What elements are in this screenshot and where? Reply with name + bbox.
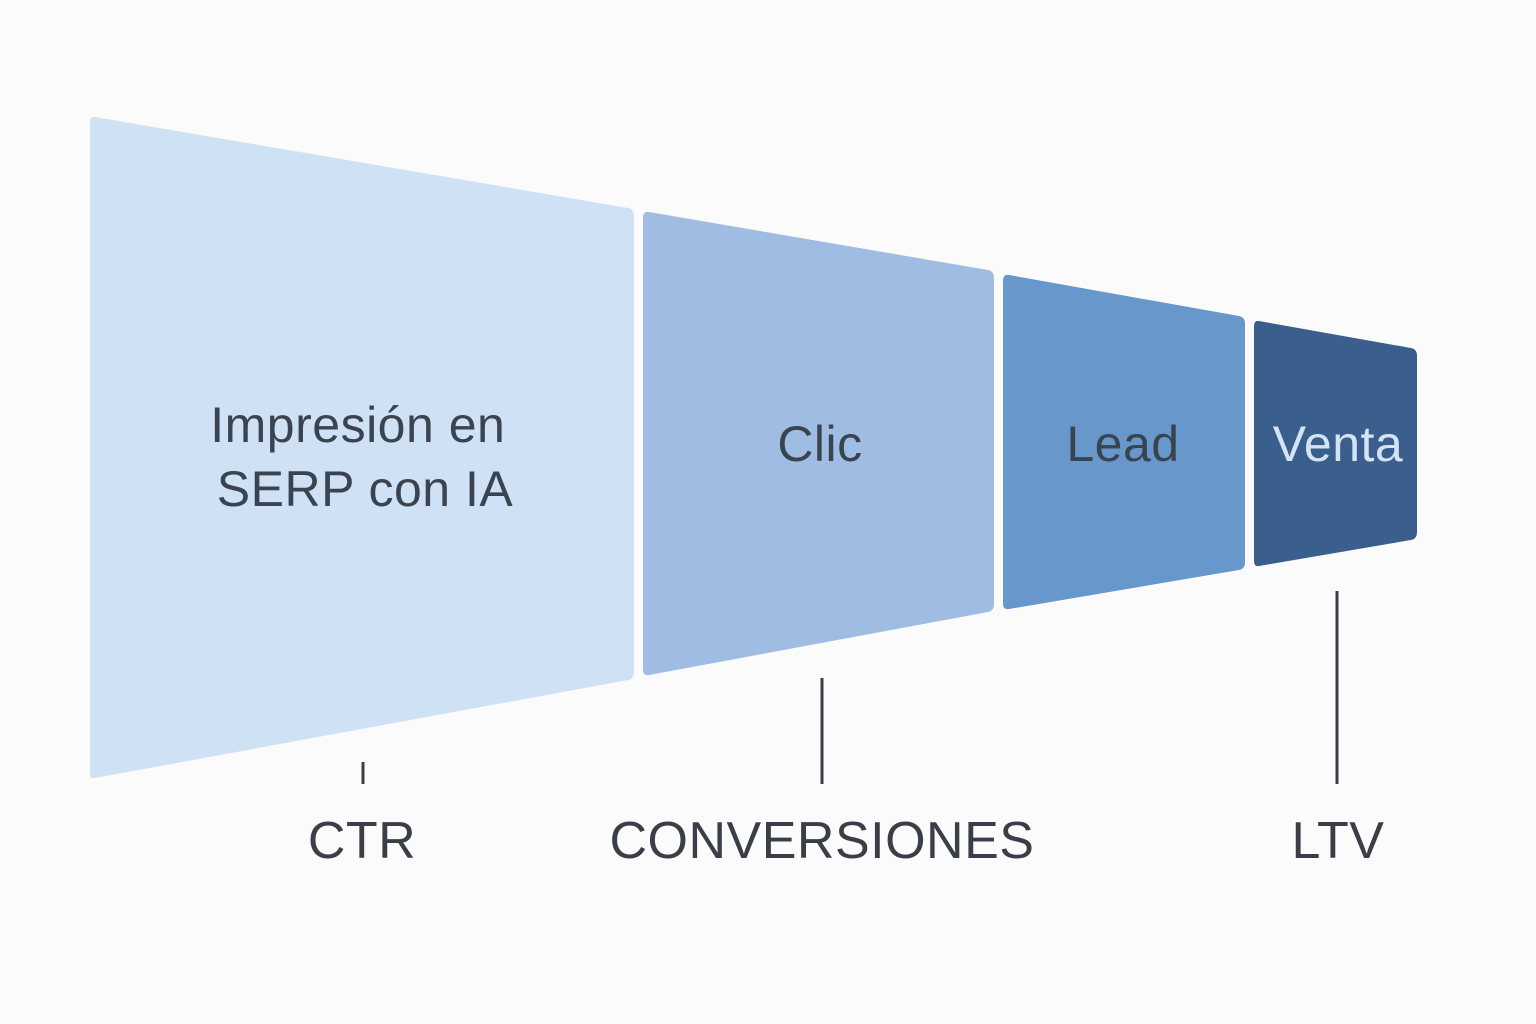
metric-label-ltv: LTV bbox=[1291, 812, 1384, 870]
funnel-stage-clic: Clic bbox=[643, 211, 994, 676]
metric-label-conversiones: CONVERSIONES bbox=[610, 812, 1035, 870]
funnel-stage-impresion-label-line-2: SERP con IA bbox=[217, 461, 514, 517]
funnel-stage-venta: Venta bbox=[1254, 320, 1417, 567]
funnel-stage-venta-label: Venta bbox=[1273, 416, 1403, 472]
funnel-stage-venta-shape bbox=[1254, 320, 1417, 567]
funnel-stage-impresion-shape bbox=[90, 116, 634, 779]
funnel-stage-impresion-label-line-1: Impresión en bbox=[210, 397, 505, 453]
funnel-stage-clic-shape bbox=[643, 211, 994, 676]
funnel-stage-lead-label: Lead bbox=[1066, 416, 1179, 472]
metric-label-ctr: CTR bbox=[308, 812, 416, 870]
funnel-stage-clic-label: Clic bbox=[777, 416, 862, 472]
funnel-stage-impresion: Impresión en SERP con IA bbox=[90, 116, 634, 779]
funnel-stage-lead: Lead bbox=[1003, 274, 1245, 610]
funnel-stage-lead-shape bbox=[1003, 274, 1245, 610]
funnel-stage-impresion-label: Impresión en SERP con IA bbox=[210, 397, 519, 517]
